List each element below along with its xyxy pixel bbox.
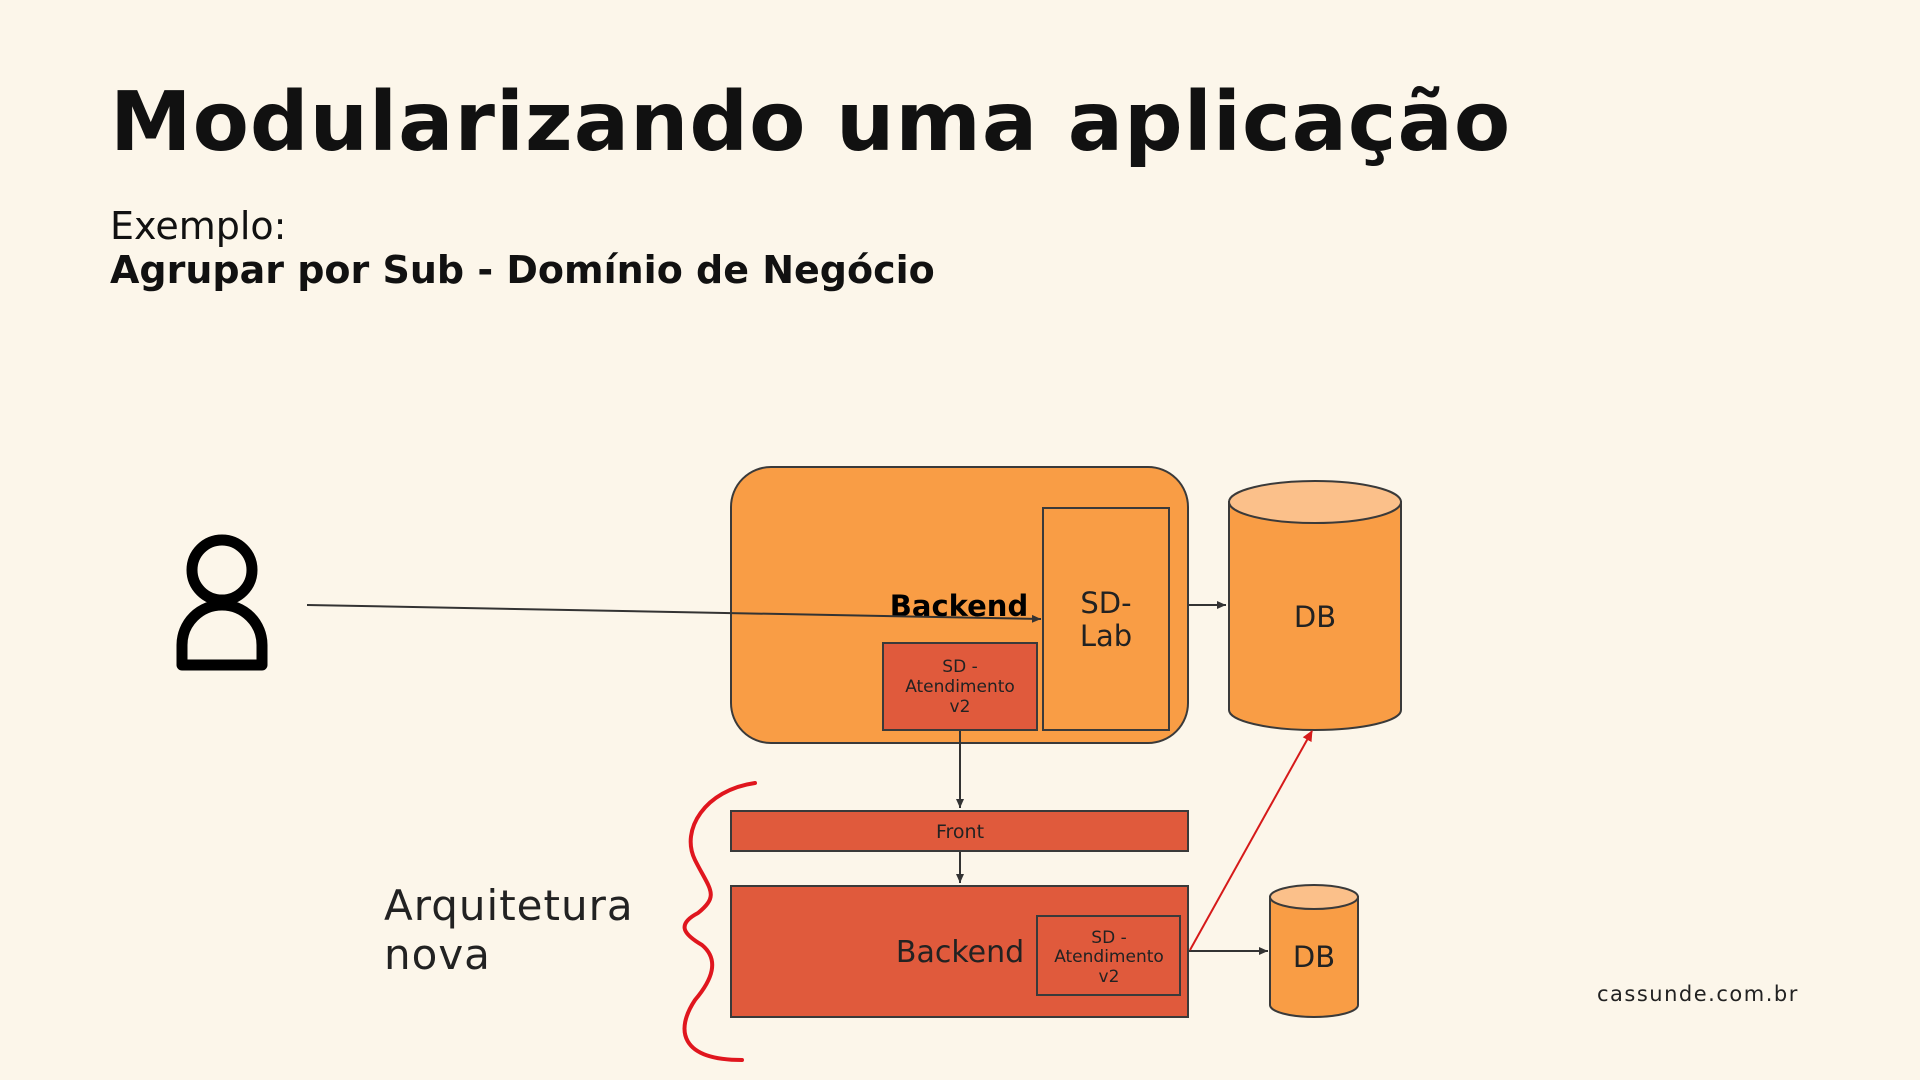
db-main-cylinder xyxy=(1228,480,1402,731)
sd-atendimento-new-line1: SD - xyxy=(1091,928,1126,948)
backend-new-label: Backend xyxy=(896,935,1024,970)
sd-atendimento-old-line2: Atendimento xyxy=(905,677,1015,697)
sd-atendimento-new-line3: v2 xyxy=(1099,967,1120,987)
arquitetura-nova-line2: nova xyxy=(384,930,491,979)
sd-atendimento-old-line3: v2 xyxy=(950,697,971,717)
footer-website: cassunde.com.br xyxy=(1597,982,1799,1006)
red-arrow-to-main-db xyxy=(1189,730,1313,951)
sd-lab-label-line2: Lab xyxy=(1080,619,1132,653)
db-new-label: DB xyxy=(1293,940,1335,974)
slide-title: Modularizando uma aplicação xyxy=(110,75,1512,170)
sd-atendimento-new-line2: Atendimento xyxy=(1054,947,1164,967)
red-curly-brace xyxy=(682,781,757,1062)
front-label: Front xyxy=(936,821,984,843)
front-bar xyxy=(730,810,1189,852)
sd-lab-label-line1: SD- xyxy=(1080,586,1131,620)
db-main-label: DB xyxy=(1294,600,1336,634)
user-to-sd-lab-arrow xyxy=(306,604,1042,623)
slide-subtitle-bold: Agrupar por Sub - Domínio de Negócio xyxy=(110,248,935,292)
db-new-cylinder xyxy=(1269,884,1359,1018)
user-icon xyxy=(176,534,268,671)
sd-lab-module xyxy=(1042,507,1170,731)
sd-atendimento-old-line1: SD - xyxy=(942,657,977,677)
sd-atendimento-old-module xyxy=(882,642,1038,731)
slide-subtitle: Exemplo: xyxy=(110,204,287,248)
sd-atendimento-new-module xyxy=(1036,915,1181,996)
arquitetura-nova-line1: Arquitetura xyxy=(384,881,634,930)
